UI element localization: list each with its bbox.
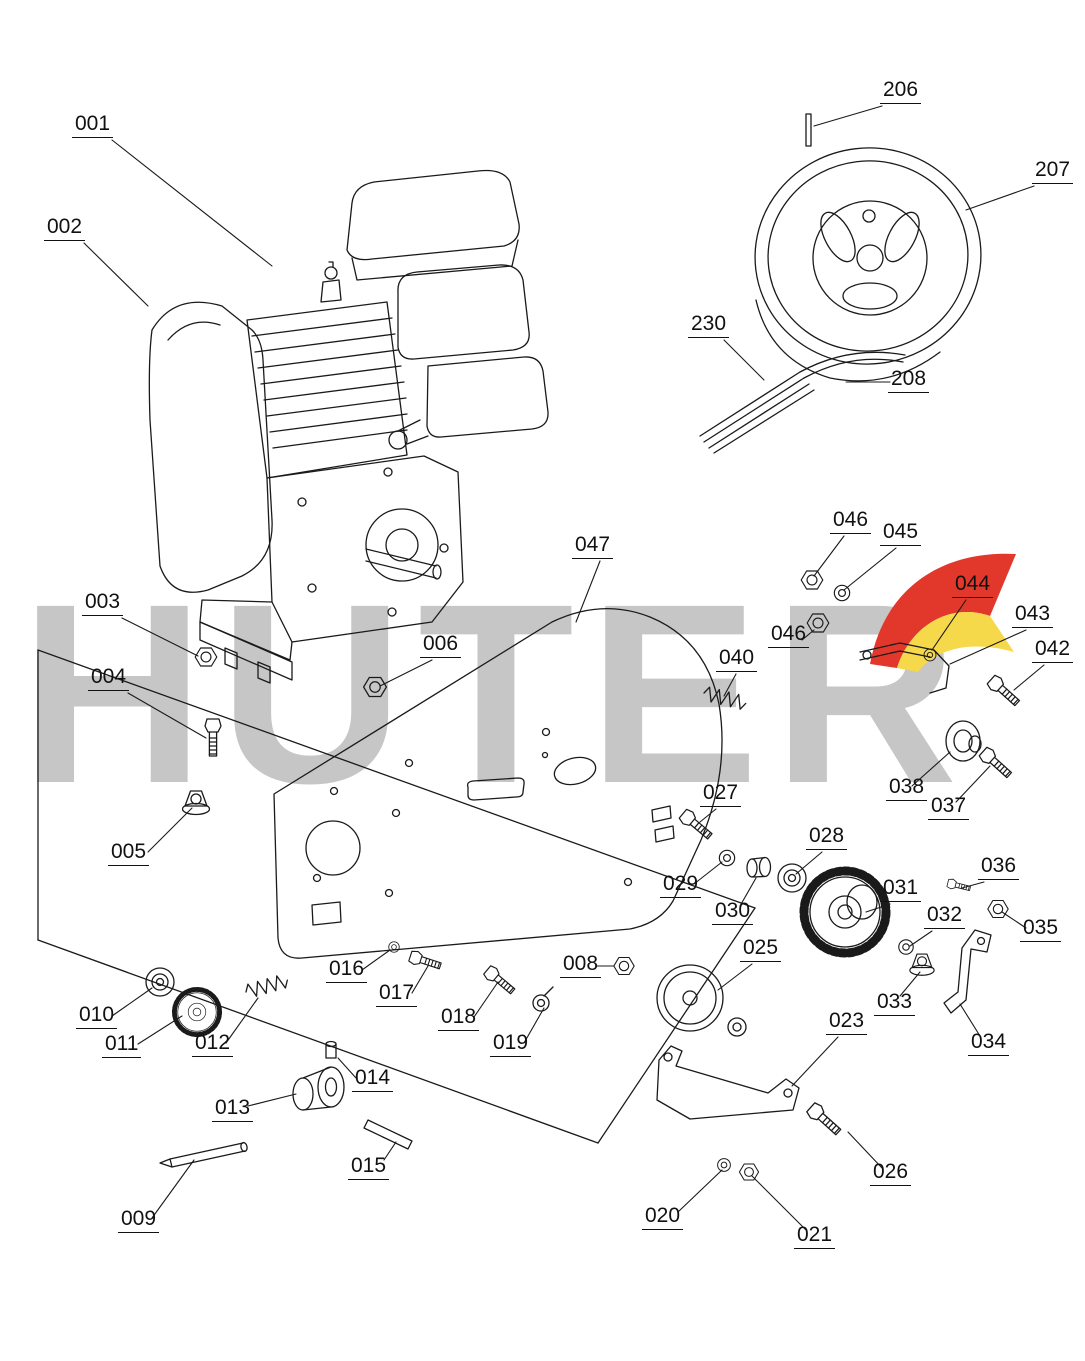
leader-line-037 [955,765,991,803]
part-008-nut [613,956,635,976]
part-009-shaft [159,1141,248,1168]
leader-line-014 [337,1057,357,1079]
leader-line-009 [151,1159,195,1219]
part-020-washer [717,1158,731,1172]
part-036-bolt [946,877,972,894]
part-030-spacer [746,856,772,878]
part-014-setscrew [325,1040,337,1059]
leader-line-207 [965,185,1035,211]
leader-line-001 [111,139,273,267]
leader-line-033 [899,971,921,997]
leader-line-002 [83,242,149,307]
leader-line-005 [147,807,193,853]
part-006-nut [362,676,388,698]
leader-line-010 [111,987,153,1017]
part-018-bolt [481,963,518,998]
part-037-bolt [977,745,1015,782]
brand-flag [870,553,1016,672]
leader-line-034 [959,1003,981,1037]
leader-line-029 [693,861,723,885]
leader-line-004 [127,692,207,739]
part-046-nut [800,570,824,590]
leader-line-046 [813,535,845,577]
part-038-bearing [945,720,982,762]
leader-line-019 [523,1007,545,1044]
part-025-pulley [656,964,747,1037]
leader-line-038 [911,751,951,787]
part-046-nut-2 [806,613,830,633]
leader-line-036 [961,881,985,889]
leader-line-015 [383,1141,397,1161]
part-005-flange-nut [181,790,211,816]
wheel-illustration [754,147,982,365]
leader-line-230 [723,339,765,381]
part-023-bracket [656,1045,800,1120]
part-011-sprocket [174,989,219,1034]
leader-line-020 [677,1169,723,1213]
part-021-nut [738,1163,760,1181]
base-plate-illustration [37,649,756,1144]
leader-line-044 [931,599,967,651]
part-012-spring [243,972,290,1000]
leader-line-045 [843,547,897,591]
part-026-bolt [804,1100,845,1139]
part-029-washer [718,849,736,867]
leader-line-012 [225,997,259,1044]
part-035-nut [987,899,1009,919]
leader-line-043 [949,629,1027,665]
leader-line-028 [795,851,823,875]
leader-line-206 [813,105,883,127]
leader-line-016 [361,949,391,971]
part-042-bolt [985,673,1023,710]
leader-line-030 [739,877,757,907]
guard-plate-illustration [273,607,723,959]
leader-line-031 [865,903,891,913]
leader-line-027 [699,808,717,823]
part-003-nut [194,647,218,667]
part-017-bolt [407,949,443,973]
belt-illustration [699,299,941,454]
leader-lines [83,105,1045,1231]
part-015-key [363,1119,413,1150]
part-016-washer [388,941,400,953]
part-032-washer [898,939,914,955]
leader-line-013 [247,1093,297,1107]
leader-line-003 [121,617,199,657]
part-040-spring [701,685,749,711]
part-033-nut [909,953,935,976]
leader-line-032 [909,930,933,947]
leader-line-046 [801,629,815,641]
part-031-gear [804,871,886,953]
part-010-bearing [145,967,175,997]
leader-line-017 [411,965,429,994]
leader-line-011 [137,1015,183,1045]
leader-line-021 [751,1175,807,1231]
part-043-bracket [859,642,950,694]
part-027-bolt [677,807,716,843]
part-034-bracket [943,929,992,1014]
leader-line-018 [473,981,499,1018]
leader-line-047 [575,560,601,623]
leader-line-023 [791,1036,839,1087]
pin-illustration [805,113,812,147]
leader-line-006 [379,659,433,687]
leader-line-042 [1013,664,1045,691]
part-013-hub [292,1066,345,1111]
leader-line-025 [717,963,753,991]
leader-line-040 [723,673,737,697]
part-028-bearing [777,863,807,893]
leader-line-035 [1001,911,1027,929]
leader-line-026 [847,1131,883,1169]
part-004-bolt [204,718,222,757]
part-019-washer-screw [532,986,554,1012]
engine-illustration [148,169,549,684]
